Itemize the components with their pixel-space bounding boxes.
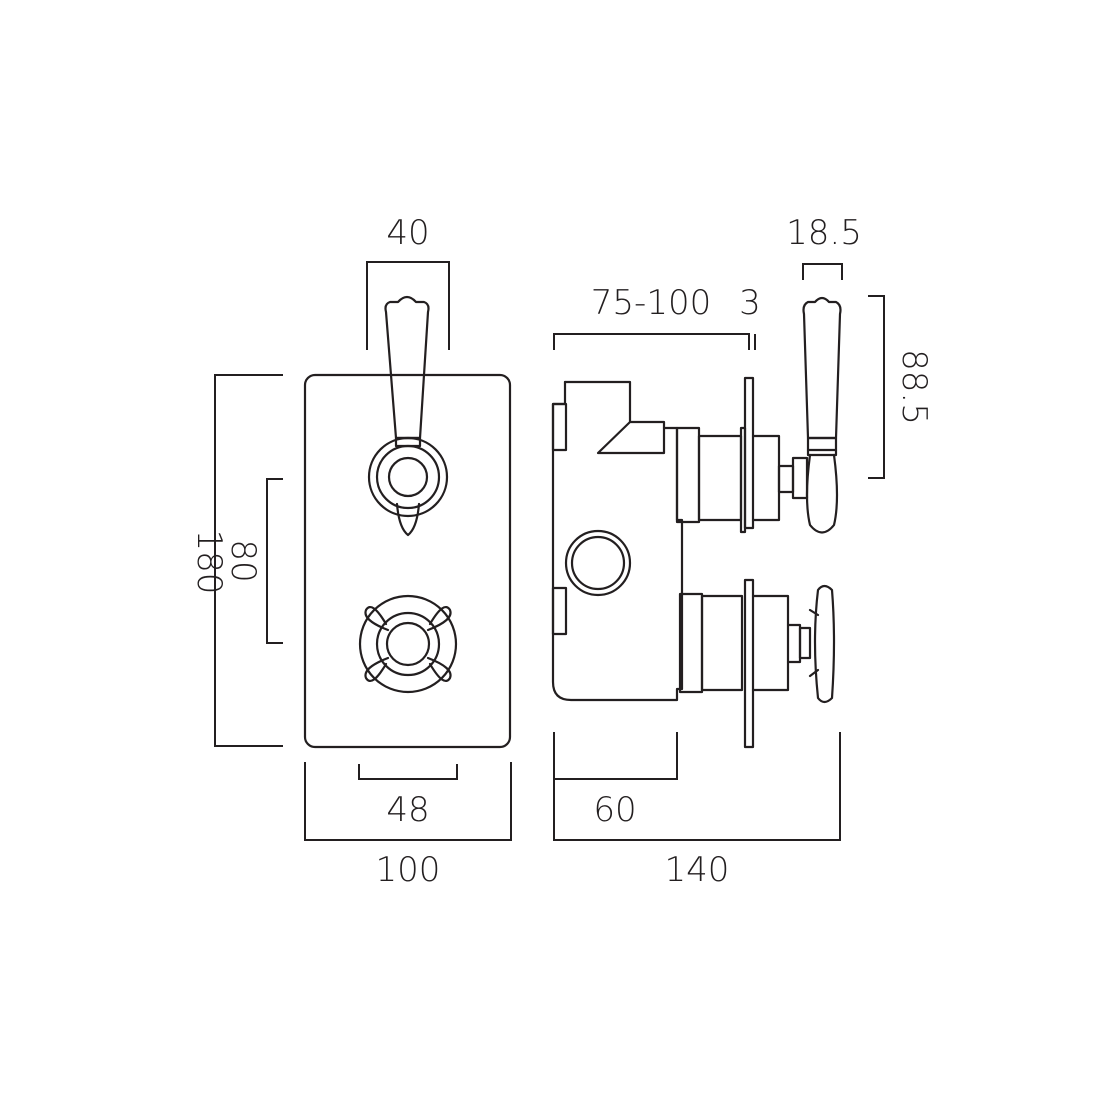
dim-side-total-depth: 140: [553, 732, 841, 890]
dim-label-60: 60: [593, 790, 636, 830]
dim-label-88-5: 88.5: [894, 349, 934, 425]
side-view: 18.5 75-100 3 88.5 60 140: [551, 213, 934, 890]
dim-front-handle-width: 48: [358, 764, 458, 830]
side-wall-plate: [739, 376, 755, 749]
side-valve-body: [551, 380, 684, 702]
dim-front-centres: 80: [223, 478, 283, 644]
side-crosshead-handle: [751, 584, 836, 704]
side-upper-cartridge: [675, 426, 743, 524]
dim-label-80: 80: [223, 539, 263, 582]
front-view: 40 180 80 48 100: [189, 213, 512, 890]
dim-side-lever-width: 18.5: [786, 213, 862, 280]
front-faceplate: [303, 373, 512, 749]
dim-label-3: 3: [739, 283, 761, 323]
dim-label-18-5: 18.5: [786, 213, 862, 253]
dim-front-lever-width: 40: [366, 213, 450, 350]
dim-label-40: 40: [386, 213, 429, 253]
front-lever-handle: [367, 295, 449, 537]
dim-label-140: 140: [665, 850, 730, 890]
dim-side-body-depth: 60: [553, 732, 678, 830]
side-lever-handle: [751, 296, 842, 534]
dim-front-height: 180: [189, 374, 283, 747]
dim-label-100: 100: [376, 850, 441, 890]
dim-label-75-100: 75-100: [591, 283, 711, 323]
dim-side-lever-height: 88.5: [868, 295, 934, 479]
front-crosshead-handle: [358, 594, 458, 694]
dim-front-plate-width: 100: [304, 762, 512, 890]
side-lower-cartridge: [678, 592, 744, 694]
dim-label-180: 180: [189, 530, 229, 595]
dim-label-48: 48: [386, 790, 429, 830]
dim-side-wall-depth: 75-100 3: [553, 283, 761, 350]
